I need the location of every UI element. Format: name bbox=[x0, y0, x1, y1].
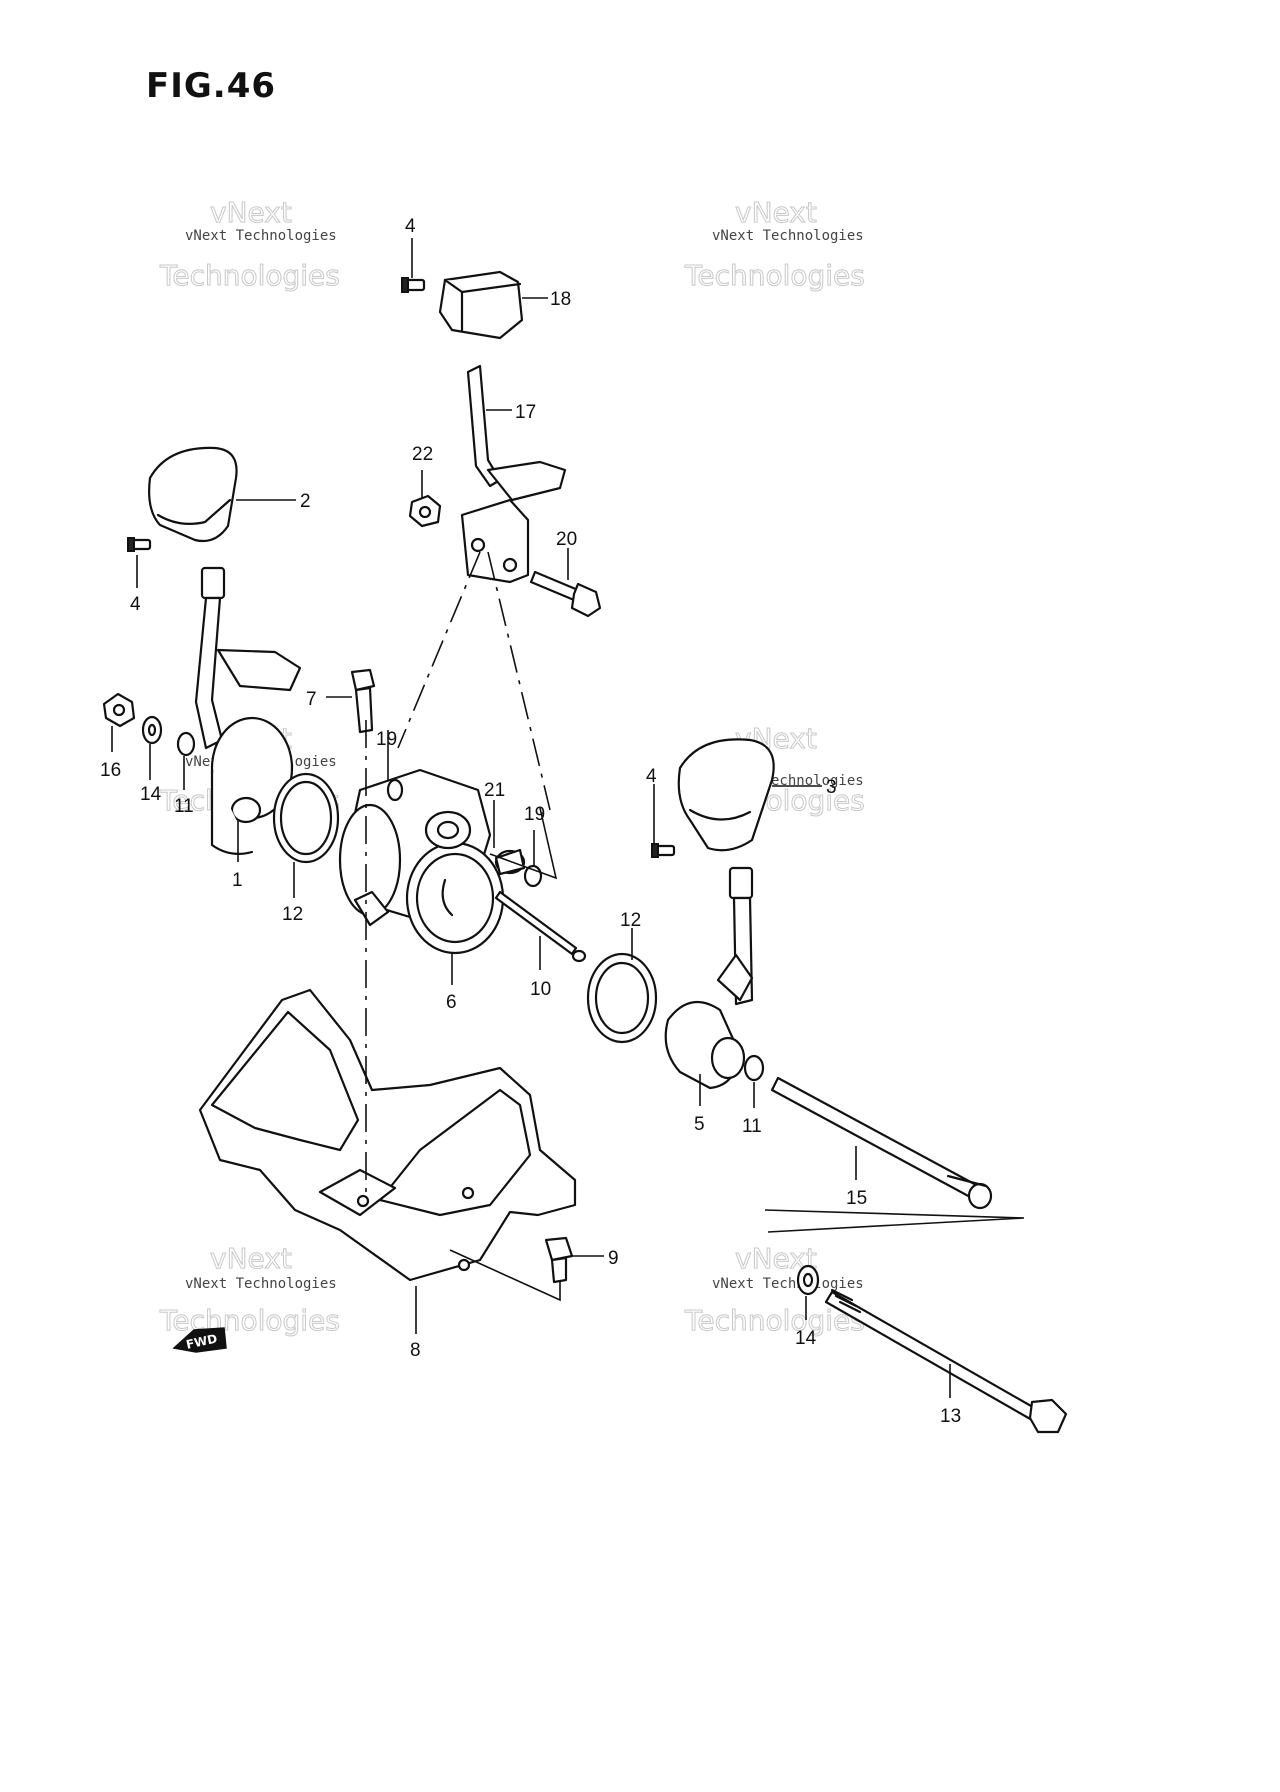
fwd-direction-badge: FWD bbox=[172, 1327, 227, 1353]
part-19-ring-left bbox=[386, 778, 404, 802]
svg-text:vNext: vNext bbox=[735, 196, 817, 229]
figure-title: FIG.46 bbox=[146, 66, 277, 106]
callout-4-right: 4 bbox=[646, 766, 657, 787]
callout-18: 18 bbox=[550, 289, 571, 310]
part-16-nut-left bbox=[102, 692, 136, 728]
svg-text:Technologies: Technologies bbox=[159, 1304, 340, 1337]
part-15-shaft bbox=[770, 1076, 993, 1210]
watermark-bottom-right: vNext vNext Technologies Technologies bbox=[684, 1242, 866, 1338]
callout-21: 21 bbox=[484, 780, 505, 801]
watermark-bottom-left: vNext vNext Technologies Technologies bbox=[159, 1242, 341, 1338]
part-4-screw-right bbox=[651, 843, 676, 858]
callout-10: 10 bbox=[530, 979, 551, 1000]
part-14-washer-right bbox=[796, 1264, 820, 1296]
svg-text:FWD: FWD bbox=[185, 1332, 219, 1352]
svg-text:vNext Technologies: vNext Technologies bbox=[712, 228, 864, 244]
watermark-top-left: vNext vNext Technologies Technologies bbox=[159, 196, 341, 293]
part-7-bolt bbox=[350, 668, 376, 734]
callout-leaders bbox=[111, 238, 951, 1398]
callout-19-right: 19 bbox=[524, 804, 545, 825]
part-10-shaft bbox=[494, 890, 587, 963]
part-11-ring-right bbox=[743, 1054, 765, 1082]
callout-12-left: 12 bbox=[282, 904, 303, 925]
callout-14-right: 14 bbox=[795, 1328, 817, 1349]
callout-3: 3 bbox=[826, 777, 837, 798]
part-17-lever-rod bbox=[460, 364, 567, 584]
assembly-alignment-lines bbox=[365, 551, 1025, 1302]
part-5-lever-right bbox=[664, 866, 754, 1090]
callout-4-left: 4 bbox=[130, 594, 141, 615]
svg-text:vNext Technologies: vNext Technologies bbox=[185, 228, 337, 244]
callout-17: 17 bbox=[515, 402, 536, 423]
part-4-screw-left bbox=[127, 537, 152, 552]
svg-text:vNext Technologies: vNext Technologies bbox=[185, 1276, 337, 1292]
part-13-bolt bbox=[824, 1288, 1068, 1434]
callout-2: 2 bbox=[300, 491, 311, 512]
svg-text:vNext: vNext bbox=[210, 196, 292, 229]
callout-labels: 4 18 17 22 20 2 4 7 19 16 14 11 1 12 6 2… bbox=[100, 216, 961, 1427]
callout-8: 8 bbox=[410, 1340, 421, 1361]
part-12-seal-right bbox=[586, 952, 658, 1044]
part-1-lever-left bbox=[194, 566, 302, 855]
callout-12-right: 12 bbox=[620, 910, 641, 931]
watermark-top-right: vNext vNext Technologies Technologies bbox=[684, 196, 866, 293]
part-18-knob bbox=[438, 270, 524, 340]
callout-20: 20 bbox=[556, 529, 577, 550]
part-11-ring-left bbox=[176, 731, 196, 757]
callout-13: 13 bbox=[940, 1406, 961, 1427]
callout-7: 7 bbox=[306, 689, 317, 710]
part-22-nut bbox=[408, 494, 442, 528]
callout-11-right: 11 bbox=[742, 1116, 762, 1137]
callout-11-left: 11 bbox=[174, 796, 194, 817]
svg-text:vNext Technologies: vNext Technologies bbox=[712, 1276, 864, 1292]
callout-5: 5 bbox=[694, 1114, 705, 1135]
part-4-screw-top bbox=[401, 277, 426, 293]
part-20-bolt bbox=[529, 570, 602, 618]
callout-9: 9 bbox=[608, 1248, 619, 1269]
callout-22: 22 bbox=[412, 444, 433, 465]
callout-1: 1 bbox=[232, 870, 243, 891]
callout-4-top: 4 bbox=[405, 216, 416, 237]
part-8-bracket bbox=[198, 988, 577, 1282]
part-9-bolt bbox=[544, 1236, 574, 1284]
callout-16: 16 bbox=[100, 760, 121, 781]
callout-19-left: 19 bbox=[376, 729, 397, 750]
svg-text:Technologies: Technologies bbox=[684, 259, 865, 292]
part-12-seal-left bbox=[272, 772, 340, 864]
callout-15: 15 bbox=[846, 1188, 867, 1209]
part-3-knob-right bbox=[677, 738, 775, 852]
callout-14-left: 14 bbox=[140, 784, 162, 805]
part-2-knob-left bbox=[148, 446, 238, 543]
part-6-housing bbox=[338, 768, 505, 955]
part-14-washer-left bbox=[141, 715, 163, 745]
svg-text:vNext: vNext bbox=[210, 1242, 292, 1275]
callout-6: 6 bbox=[446, 992, 457, 1013]
svg-text:Technologies: Technologies bbox=[684, 1304, 865, 1337]
svg-text:Technologies: Technologies bbox=[159, 259, 340, 292]
